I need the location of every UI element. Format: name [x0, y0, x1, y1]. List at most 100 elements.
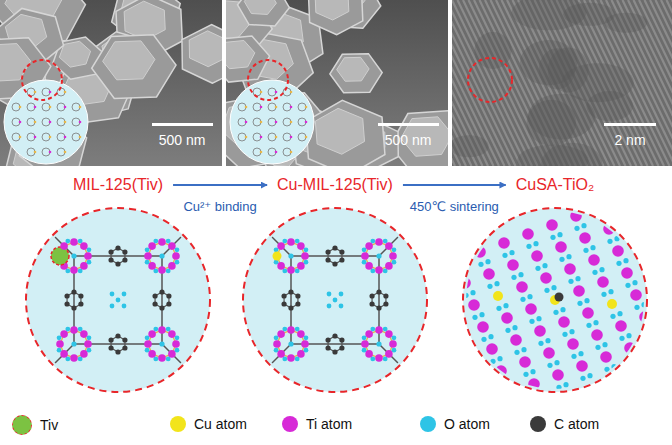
titanium-atom: [540, 272, 552, 284]
titanium-atom: [365, 262, 373, 270]
oxygen-atom: [339, 292, 344, 297]
inset-atom: [49, 151, 52, 154]
inset-atom: [260, 91, 263, 94]
oxygen-atom: [497, 356, 502, 361]
carbon-atom: [195, 366, 200, 371]
carbon-atom: [71, 305, 76, 310]
carbon-atom: [122, 257, 127, 262]
oxygen-atom: [392, 260, 397, 265]
oxygen-atom: [578, 351, 583, 356]
titanium-atom: [84, 340, 92, 348]
lattice-fringe: [667, 0, 672, 166]
crystal-face: [315, 108, 364, 154]
oxygen-atom: [153, 327, 158, 332]
inset-atom: [19, 136, 22, 139]
inset-atom: [34, 106, 37, 109]
titanium-atom: [375, 326, 383, 334]
benzene-ring: [255, 365, 269, 381]
oxygen-atom: [584, 298, 589, 303]
benzene-ring: [401, 365, 415, 381]
inset-atom: [305, 136, 308, 139]
oxygen-atom: [304, 247, 309, 252]
titanium-atom: [60, 350, 68, 358]
carbon-atom: [115, 245, 120, 250]
titanium-atom: [158, 238, 166, 246]
oxygen-atom: [499, 381, 504, 386]
oxygen-atom: [616, 261, 621, 266]
carbon-atom: [405, 233, 410, 238]
titanium-atom: [80, 330, 88, 338]
crystal-face: [337, 57, 369, 81]
oxygen-atom: [538, 341, 543, 346]
titanium-atom: [287, 238, 295, 246]
oxygen-atom: [166, 357, 171, 362]
legend-swatch: [420, 416, 436, 432]
titanium-atom: [361, 252, 369, 260]
benzene-ring: [401, 219, 415, 235]
titanium-atom: [365, 330, 373, 338]
legend-swatch: [12, 415, 32, 435]
lattice-fringe: [452, 0, 516, 166]
titanium-atom: [60, 242, 68, 250]
inset-atom: [64, 151, 67, 154]
titanium-atom: [588, 254, 600, 266]
carbon-atom: [188, 362, 193, 367]
titanium-atom: [600, 351, 612, 363]
oxygen-atom: [376, 253, 381, 258]
oxygen-atom: [282, 239, 287, 244]
inset-atom: [79, 106, 82, 109]
oxygen-atom: [370, 269, 375, 274]
oxygen-atom: [599, 267, 604, 272]
carbon-atom: [253, 221, 258, 226]
oxygen-atom: [370, 327, 375, 332]
carbon-atom: [115, 349, 120, 354]
titanium-atom: [375, 354, 383, 362]
sem-image: [0, 0, 222, 166]
carbon-atom: [43, 233, 48, 238]
inset-atom: [49, 106, 52, 109]
carbon-atom: [108, 337, 113, 342]
carbon-atom: [376, 305, 381, 310]
oxygen-atom: [604, 367, 609, 372]
titanium-atom: [365, 242, 373, 250]
carbon-atom: [36, 374, 41, 379]
structure: [459, 210, 655, 399]
carbon-atom: [383, 293, 388, 298]
carbon-atom: [295, 293, 300, 298]
oxygen-atom: [71, 341, 76, 346]
titanium-atom: [273, 340, 281, 348]
carbon-atom: [188, 378, 193, 383]
carbon-atom: [181, 229, 186, 234]
oxygen-atom: [625, 283, 630, 288]
oxygen-atom: [87, 247, 92, 252]
titanium-atom: [477, 321, 489, 333]
oxygen-atom: [65, 239, 70, 244]
legend-entry: O atom: [420, 415, 490, 433]
highlight-circle: [468, 58, 512, 102]
titanium-atom: [534, 325, 546, 337]
carbon-atom: [159, 289, 164, 294]
carbon-atom: [122, 345, 127, 350]
oxygen-atom: [159, 341, 164, 346]
oxygen-atom: [288, 341, 293, 346]
inset-atom: [245, 136, 248, 139]
oxygen-atom: [175, 260, 180, 265]
benzene-ring: [38, 219, 52, 235]
sem-background: [0, 0, 222, 166]
oxygen-atom: [559, 257, 564, 262]
stage-label: Cu-MIL-125(Tiv): [273, 173, 397, 197]
carbon-atom: [376, 289, 381, 294]
titanium-atom: [365, 350, 373, 358]
oxygen-atom: [274, 260, 279, 265]
highlight-circle: [22, 60, 62, 100]
structure-background: [243, 208, 427, 392]
titanium-atom: [60, 330, 68, 338]
zoom-circle: [26, 208, 210, 392]
oxygen-atom: [122, 292, 127, 297]
legend-label: Ti atom: [306, 415, 352, 433]
oxygen-atom: [57, 348, 62, 353]
titanium-atom: [158, 326, 166, 334]
oxygen-atom: [383, 239, 388, 244]
titanium-atom: [158, 266, 166, 274]
carbon-atom: [108, 345, 113, 350]
